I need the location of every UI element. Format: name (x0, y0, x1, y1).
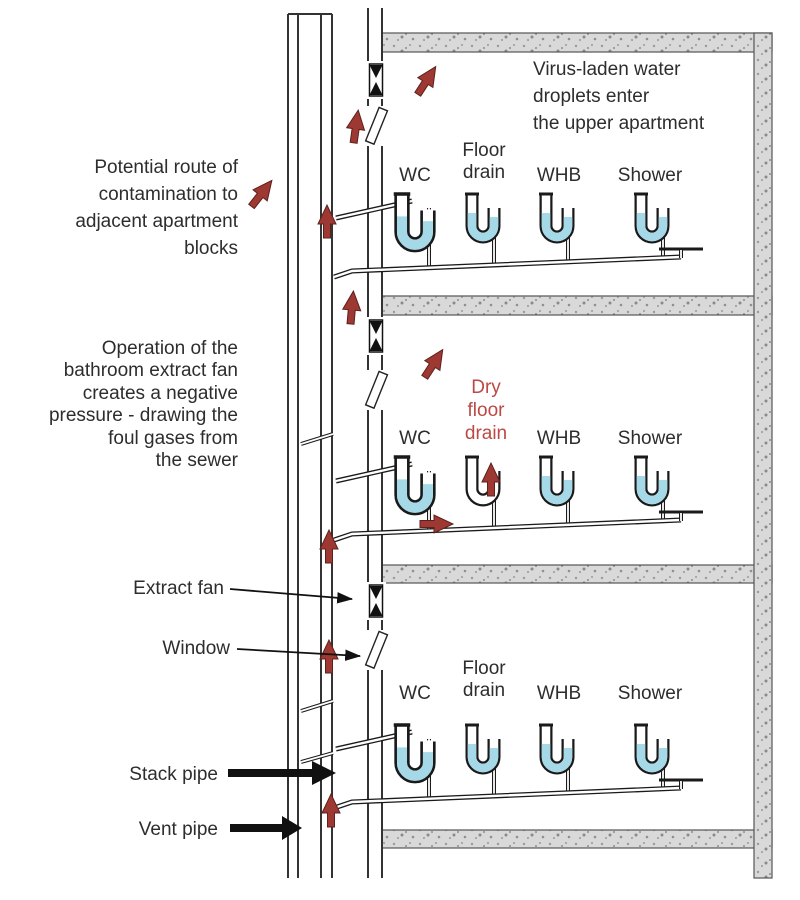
red-arrow (341, 289, 363, 326)
window-icon (364, 106, 389, 670)
vent-cross-connector (300, 432, 334, 764)
red-arrow (409, 61, 444, 100)
stack-pipe (288, 13, 333, 878)
red-arrow (319, 639, 339, 674)
label-whb-middle: WHB (536, 428, 582, 449)
label-shower-upper: Shower (617, 165, 683, 186)
extract-fan-icon (366, 61, 386, 620)
note-virus-entry: Virus-laden water droplets enter the upp… (533, 59, 705, 134)
label-whb-upper: WHB (536, 165, 582, 186)
vent-pipe-pointer-arrow (230, 816, 302, 840)
red-arrow (344, 108, 368, 145)
label-stack-pipe: Stack pipe (129, 764, 218, 785)
label-shower-lower: Shower (617, 683, 683, 704)
stack-pipe-pointer-arrow (228, 761, 336, 785)
label-wc-middle: WC (399, 428, 431, 449)
label-vent-pipe: Vent pipe (138, 819, 218, 840)
label-wc-upper: WC (399, 165, 431, 186)
lower-floor-pipework (334, 724, 703, 808)
red-arrow (319, 529, 339, 564)
label-wc-lower: WC (399, 683, 431, 704)
red-arrow (321, 793, 341, 828)
red-arrow (243, 174, 280, 213)
label-floor-drain-lower: Floor drain (462, 658, 506, 701)
note-extract-fan-operation: Operation of the bathroom extract fan cr… (48, 338, 238, 472)
label-floor-drain-upper: Floor drain (462, 140, 506, 183)
red-arrow (416, 344, 451, 383)
label-whb-lower: WHB (536, 683, 582, 704)
extract-fan-pointer-arrow (229, 588, 354, 604)
window-pointer-arrow (236, 648, 362, 661)
label-window: Window (162, 638, 230, 659)
label-shower-middle: Shower (617, 428, 683, 449)
vent-pipe (287, 14, 299, 878)
label-extract-fan: Extract fan (133, 578, 224, 599)
trap-floor-drain-upper (465, 193, 494, 237)
upper-floor-pipework (334, 193, 703, 277)
pointer-arrows (228, 588, 362, 840)
note-contamination-route: Potential route of contamination to adja… (75, 157, 238, 259)
trap-floor-drain-lower (465, 724, 494, 768)
label-dry-floor-drain: Dry floor drain (464, 377, 508, 444)
right-wall (753, 32, 773, 879)
middle-floor-pipework (334, 456, 703, 540)
